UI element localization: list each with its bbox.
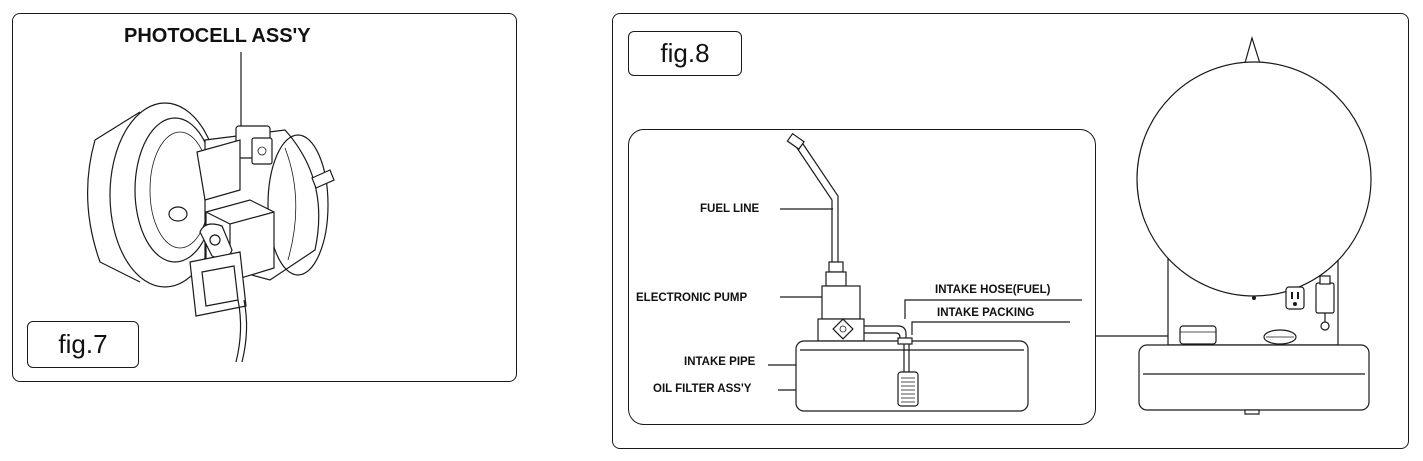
thermostat-plug <box>1315 282 1335 314</box>
intake-hose-label: INTAKE HOSE(FUEL) <box>935 284 1051 296</box>
fuel-cap <box>1179 325 1217 345</box>
electronic-pump-label: ELECTRONIC PUMP <box>636 292 748 304</box>
intake-packing-label: INTAKE PACKING <box>937 307 1035 319</box>
fig8-tag: fig.8 <box>628 31 742 76</box>
bottom-bracket <box>189 251 247 317</box>
power-outlet <box>1285 286 1305 310</box>
wire <box>235 299 242 363</box>
photocell-label: PHOTOCELL ASS'Y <box>124 25 311 47</box>
electronic-pump <box>821 285 861 320</box>
heater-base <box>1138 344 1370 411</box>
intake-packing-leader <box>911 321 1070 335</box>
mount-bracket <box>196 139 241 201</box>
fig7-tag: fig.7 <box>27 321 139 368</box>
fuel-line-tube <box>794 144 833 262</box>
fuel-line-label: FUEL LINE <box>700 203 760 215</box>
heater-drum <box>1136 61 1372 297</box>
intake-hose-leader <box>904 299 1082 319</box>
oil-filter-label: OIL FILTER ASS'Y <box>653 383 752 395</box>
intake-pipe-label: INTAKE PIPE <box>684 356 756 368</box>
oil-filter <box>897 371 919 407</box>
intake-hose <box>864 325 907 342</box>
